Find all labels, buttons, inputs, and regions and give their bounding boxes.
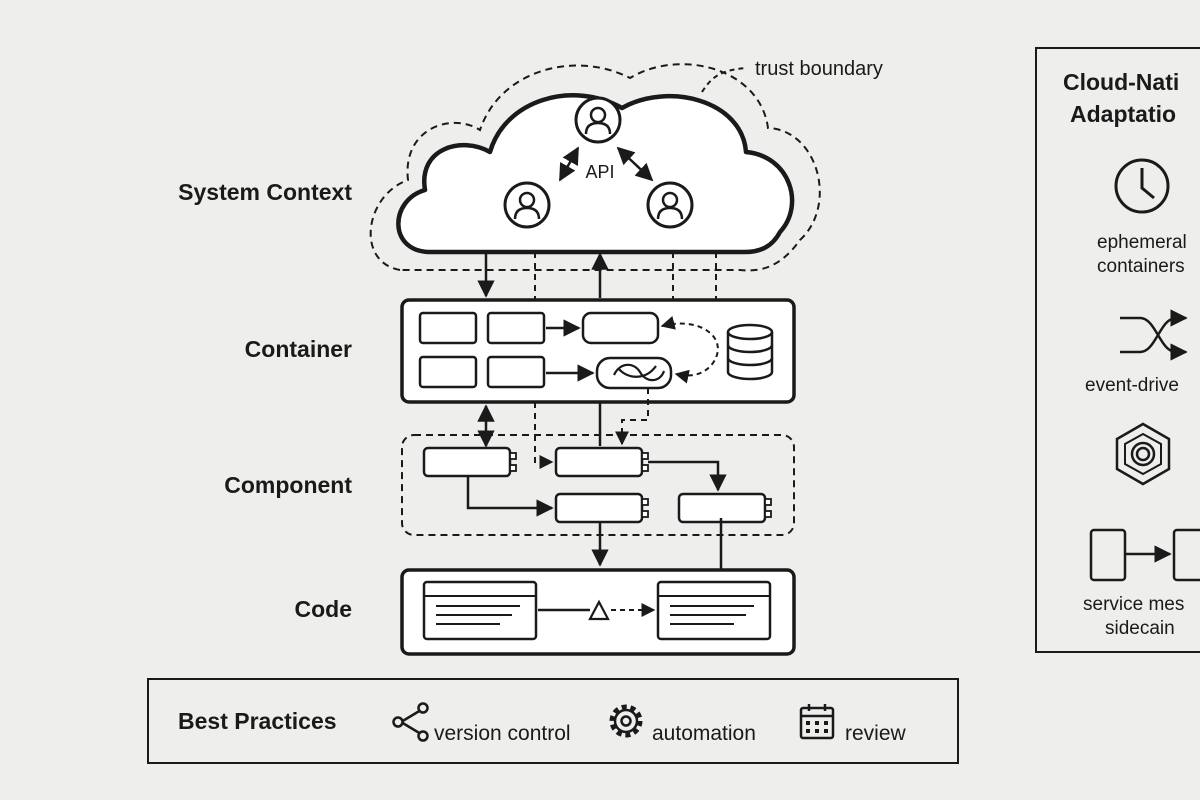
container-service-box xyxy=(581,311,660,345)
system-context-cloud: trust boundary API xyxy=(369,58,883,272)
best-practices-title: Best Practices xyxy=(178,708,337,734)
container-box xyxy=(418,355,478,389)
calendar-icon xyxy=(799,704,835,740)
trust-boundary-label: trust boundary xyxy=(755,58,883,80)
cloud-native-item-label: sidecain xyxy=(1105,618,1175,639)
code-file-icon xyxy=(656,580,772,641)
gear-icon xyxy=(609,704,643,738)
container-knot-box xyxy=(595,356,673,390)
code-layer xyxy=(400,568,796,656)
cloud-native-title: Cloud-Nati xyxy=(1063,69,1179,95)
person-icon-left xyxy=(503,181,551,229)
cloud-native-item-label: service mes xyxy=(1083,594,1184,615)
best-practice-label: automation xyxy=(652,722,756,745)
context-container-connectors xyxy=(477,252,717,300)
layer-label-code: Code xyxy=(295,596,353,622)
knot-icon xyxy=(613,363,666,382)
api-label: API xyxy=(585,162,614,182)
person-icon-top xyxy=(574,96,622,144)
cloud-shape xyxy=(396,93,795,255)
container-box xyxy=(486,311,546,345)
cloud-native-panel: Cloud-Nati Adaptatio ephemeral container… xyxy=(1035,47,1200,653)
layer-label-system-context: System Context xyxy=(178,179,352,205)
best-practice-label: review xyxy=(845,722,907,745)
cloud-native-item-label: containers xyxy=(1097,256,1185,277)
database-icon xyxy=(726,323,774,381)
share-nodes-icon xyxy=(392,702,429,742)
cloud-native-title: Adaptatio xyxy=(1070,101,1176,127)
shuffle-icon xyxy=(1120,309,1188,361)
component-box xyxy=(554,446,650,478)
component-code-connectors xyxy=(591,518,723,570)
component-layer xyxy=(401,434,795,536)
person-icon-right xyxy=(646,181,694,229)
cloud-native-item-label: ephemeral xyxy=(1097,232,1187,253)
container-component-connectors xyxy=(477,388,649,469)
hexagon-icon xyxy=(1115,422,1171,486)
component-box xyxy=(422,446,518,478)
layer-label-container: Container xyxy=(245,336,352,362)
trust-boundary-leader xyxy=(701,67,747,93)
cloud-native-item-label: event-drive xyxy=(1085,375,1179,396)
best-practices-panel: Best Practices version control automatio… xyxy=(147,678,959,764)
delta-icon xyxy=(588,599,610,621)
container-box xyxy=(486,355,546,389)
best-practice-label: version control xyxy=(434,722,571,745)
clock-icon xyxy=(1114,158,1170,214)
container-layer xyxy=(400,298,796,404)
code-file-icon xyxy=(422,580,538,641)
trust-boundary-outline xyxy=(369,63,821,272)
container-box xyxy=(418,311,478,345)
layer-label-component: Component xyxy=(224,472,352,498)
component-box xyxy=(677,492,773,524)
sidecar-icon xyxy=(1089,528,1200,582)
component-box xyxy=(554,492,650,524)
